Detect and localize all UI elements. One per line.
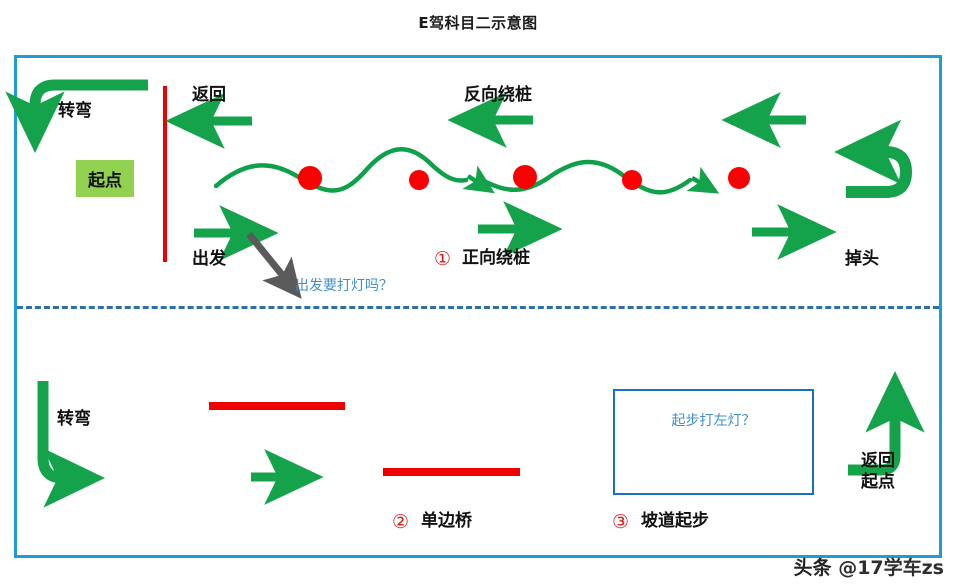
watermark-handle: @17学车zs [838, 557, 944, 579]
lane-divider [17, 306, 939, 309]
step-3-number: ③ [612, 511, 630, 533]
step-3-label: 坡道起步 [641, 511, 709, 531]
step-2-number: ② [392, 511, 410, 533]
return-label: 返回 [192, 85, 226, 105]
watermark: 头条 @17学车zs [794, 553, 944, 580]
step-1-label: 正向绕桩 [462, 248, 530, 268]
start-point-chip: 起点 [76, 160, 134, 197]
page-title: E驾科目二示意图 [418, 14, 538, 32]
return-start-label-line1: 返回 [861, 451, 895, 471]
return-start-label-line2: 起点 [861, 472, 895, 492]
bottom-turn-label: 转弯 [57, 409, 91, 429]
step-2-label: 单边桥 [421, 511, 472, 531]
top-turn-label: 转弯 [58, 101, 92, 121]
depart-label: 出发 [192, 249, 226, 269]
reverse-weave-label: 反向绕桩 [464, 85, 532, 105]
hill-start-note: 起步打左灯？ [671, 413, 756, 429]
hill-start-box [613, 389, 814, 495]
depart-signal-note: 出发要打灯吗？ [295, 278, 393, 294]
uturn-label: 掉头 [845, 249, 879, 269]
watermark-source: 头条 [793, 557, 832, 579]
step-1-number: ① [434, 248, 452, 270]
